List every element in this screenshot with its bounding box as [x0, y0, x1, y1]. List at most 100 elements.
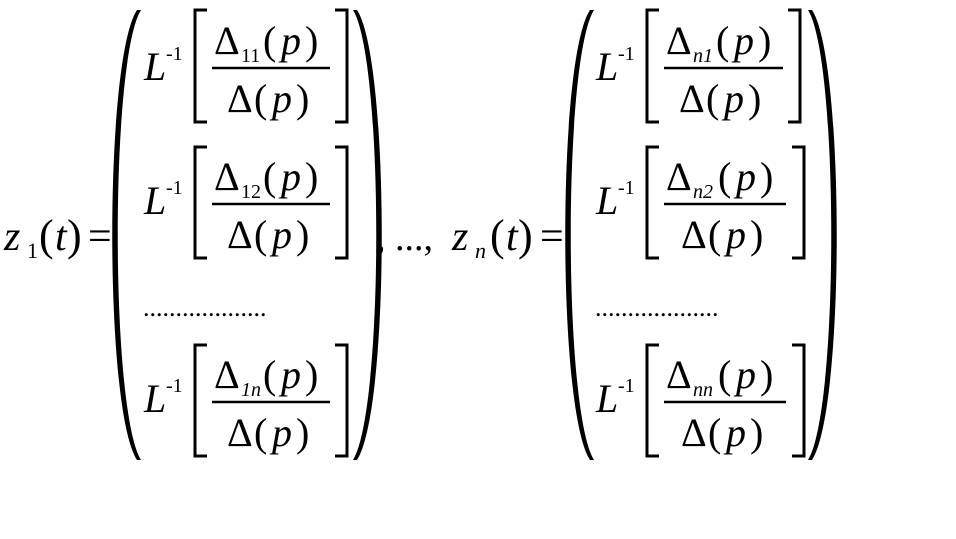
bracket-open — [193, 343, 207, 458]
entry-sup: -1 — [618, 177, 635, 199]
lhs-var: z — [3, 214, 20, 260]
left-big-open-paren — [112, 10, 141, 460]
den-close-paren: ) — [748, 76, 761, 121]
num-open-paren: ( — [263, 154, 276, 199]
right-entry-1: L -1 Δ n1 ( p ) Δ ( p ) — [595, 8, 802, 124]
den-sym: Δ — [227, 76, 253, 121]
num-arg: p — [278, 154, 301, 199]
num-sym: Δ — [214, 154, 240, 199]
num-open-paren: ( — [718, 352, 731, 397]
bracket-open — [645, 343, 659, 458]
num-sym: Δ — [666, 18, 692, 63]
bracket-open — [193, 145, 207, 260]
den-sym: Δ — [679, 76, 705, 121]
num-arg: p — [733, 352, 756, 397]
entry-sup: -1 — [166, 43, 183, 65]
num-open-paren: ( — [718, 154, 731, 199]
num-sub: 11 — [241, 45, 260, 67]
left-vector: z 1 ( t ) = L -1 Δ 11 ( p ) Δ ( p ) — [3, 8, 382, 460]
den-open-paren: ( — [254, 410, 267, 455]
num-arg: p — [733, 154, 756, 199]
bracket-close — [335, 8, 349, 124]
num-open-paren: ( — [263, 352, 276, 397]
right-entry-3: L -1 Δ nn ( p ) Δ ( p ) — [595, 343, 806, 458]
num-sub: nn — [693, 379, 713, 401]
lhs-close-paren: ) — [518, 211, 533, 260]
num-open-paren: ( — [716, 18, 729, 63]
num-close-paren: ) — [758, 18, 771, 63]
vector-separator: , ..., — [376, 217, 433, 259]
num-close-paren: ) — [760, 352, 773, 397]
bracket-close — [792, 343, 806, 458]
num-sub: 1n — [241, 379, 261, 401]
left-vertical-dots: ................... — [143, 293, 267, 322]
num-open-paren: ( — [263, 18, 276, 63]
left-lhs: z 1 ( t ) = — [3, 211, 112, 263]
entry-op: L — [595, 376, 618, 421]
right-entry-2: L -1 Δ n2 ( p ) Δ ( p ) — [595, 145, 806, 260]
den-open-paren: ( — [254, 76, 267, 121]
num-arg: p — [731, 18, 754, 63]
bracket-open — [645, 8, 659, 124]
lhs-arg: t — [506, 214, 519, 260]
den-close-paren: ) — [750, 410, 763, 455]
num-sub: n2 — [693, 181, 713, 203]
entry-op: L — [143, 44, 166, 89]
num-close-paren: ) — [305, 18, 318, 63]
entry-sup: -1 — [166, 177, 183, 199]
num-sub: n1 — [693, 45, 713, 67]
num-close-paren: ) — [305, 154, 318, 199]
bracket-open — [193, 8, 207, 124]
left-big-close-paren — [353, 10, 382, 460]
num-arg: p — [278, 352, 301, 397]
den-close-paren: ) — [296, 76, 309, 121]
left-entry-2: L -1 Δ 12 ( p ) Δ ( p ) — [143, 145, 349, 260]
entry-sup: -1 — [166, 375, 183, 397]
right-vertical-dots: ................... — [595, 293, 719, 322]
num-sym: Δ — [214, 352, 240, 397]
entry-sup: -1 — [618, 43, 635, 65]
den-close-paren: ) — [296, 212, 309, 257]
entry-op: L — [595, 44, 618, 89]
bracket-open — [645, 145, 659, 260]
entry-op: L — [143, 178, 166, 223]
num-sym: Δ — [666, 352, 692, 397]
den-close-paren: ) — [296, 410, 309, 455]
den-close-paren: ) — [750, 212, 763, 257]
entry-sup: -1 — [618, 375, 635, 397]
equals-sign: = — [88, 214, 112, 260]
right-big-close-paren — [808, 10, 837, 460]
bracket-close — [792, 145, 806, 260]
right-big-open-paren — [565, 10, 594, 460]
lhs-sub: 1 — [27, 238, 38, 263]
left-entry-1: L -1 Δ 11 ( p ) Δ ( p ) — [143, 8, 349, 124]
den-open-paren: ( — [708, 410, 721, 455]
den-open-paren: ( — [254, 212, 267, 257]
left-entry-3: L -1 Δ 1n ( p ) Δ ( p ) — [143, 343, 349, 458]
lhs-arg: t — [55, 214, 68, 260]
den-arg: p — [269, 410, 292, 455]
den-sym: Δ — [227, 410, 253, 455]
den-arg: p — [723, 410, 746, 455]
equals-sign: = — [540, 214, 564, 260]
den-arg: p — [269, 212, 292, 257]
right-lhs: z n ( t ) = — [451, 211, 564, 263]
num-close-paren: ) — [305, 352, 318, 397]
num-sym: Δ — [214, 18, 240, 63]
num-arg: p — [278, 18, 301, 63]
den-open-paren: ( — [708, 212, 721, 257]
bracket-close — [788, 8, 802, 124]
den-sym: Δ — [681, 410, 707, 455]
den-sym: Δ — [681, 212, 707, 257]
num-close-paren: ) — [760, 154, 773, 199]
den-arg: p — [721, 76, 744, 121]
bracket-close — [335, 343, 349, 458]
right-vector: z n ( t ) = L -1 Δ n1 ( p ) Δ ( p ) — [451, 8, 837, 460]
bracket-close — [335, 145, 349, 260]
lhs-open-paren: ( — [39, 211, 54, 260]
den-arg: p — [269, 76, 292, 121]
num-sym: Δ — [666, 154, 692, 199]
entry-op: L — [143, 376, 166, 421]
num-sub: 12 — [241, 181, 261, 203]
